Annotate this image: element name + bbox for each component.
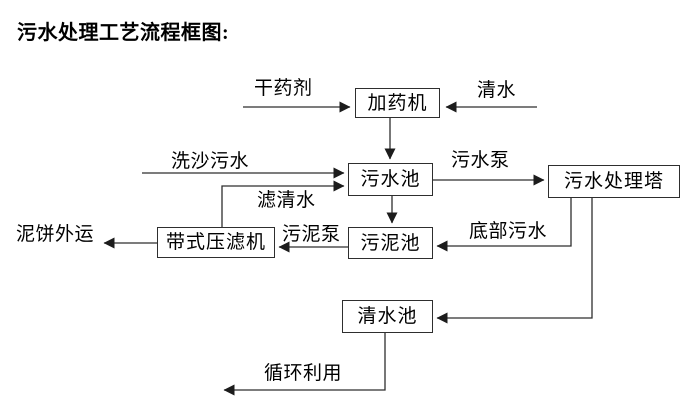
- edge-recycling-arrow: [223, 333, 386, 396]
- node-dosing-machine-label: 加药机: [367, 92, 428, 114]
- node-sludge-pool: 污泥池: [348, 227, 433, 259]
- edge-bottom-sewage-arrow: [436, 198, 572, 252]
- edge-filtered-water-arrow: [221, 180, 345, 227]
- edge-label-sewage-pump: 污水泵: [451, 150, 510, 171]
- node-clean-water-pool-label: 清水池: [357, 306, 418, 327]
- edge-tower-to-clean-pool-arrow: [436, 198, 593, 324]
- edge-label-mud-cake-out: 泥饼外运: [16, 224, 95, 245]
- edge-label-sludge-pump: 污泥泵: [282, 224, 341, 245]
- edge-label-sand-washing-sewage: 洗沙污水: [171, 151, 250, 172]
- node-sludge-pool-label: 污泥池: [360, 232, 421, 254]
- edge-label-bottom-sewage: 底部污水: [469, 221, 548, 242]
- node-dosing-machine: 加药机: [355, 88, 440, 118]
- edge-label-filtered-water: 滤清水: [257, 190, 316, 211]
- edge-label-dry-agent: 干药剂: [254, 78, 313, 99]
- node-belt-filter-press: 带式压滤机: [157, 227, 275, 258]
- page-title: 污水处理工艺流程框图:: [17, 22, 230, 44]
- edge-label-recycling: 循环利用: [264, 363, 343, 384]
- node-treatment-tower-label: 污水处理塔: [563, 171, 664, 192]
- node-sewage-pool: 污水池: [348, 163, 433, 196]
- node-treatment-tower: 污水处理塔: [548, 165, 680, 198]
- node-clean-water-pool: 清水池: [342, 300, 433, 333]
- node-sewage-pool-label: 污水池: [360, 169, 421, 190]
- edge-label-clean-water: 清水: [477, 80, 517, 101]
- node-belt-filter-press-label: 带式压滤机: [165, 232, 266, 253]
